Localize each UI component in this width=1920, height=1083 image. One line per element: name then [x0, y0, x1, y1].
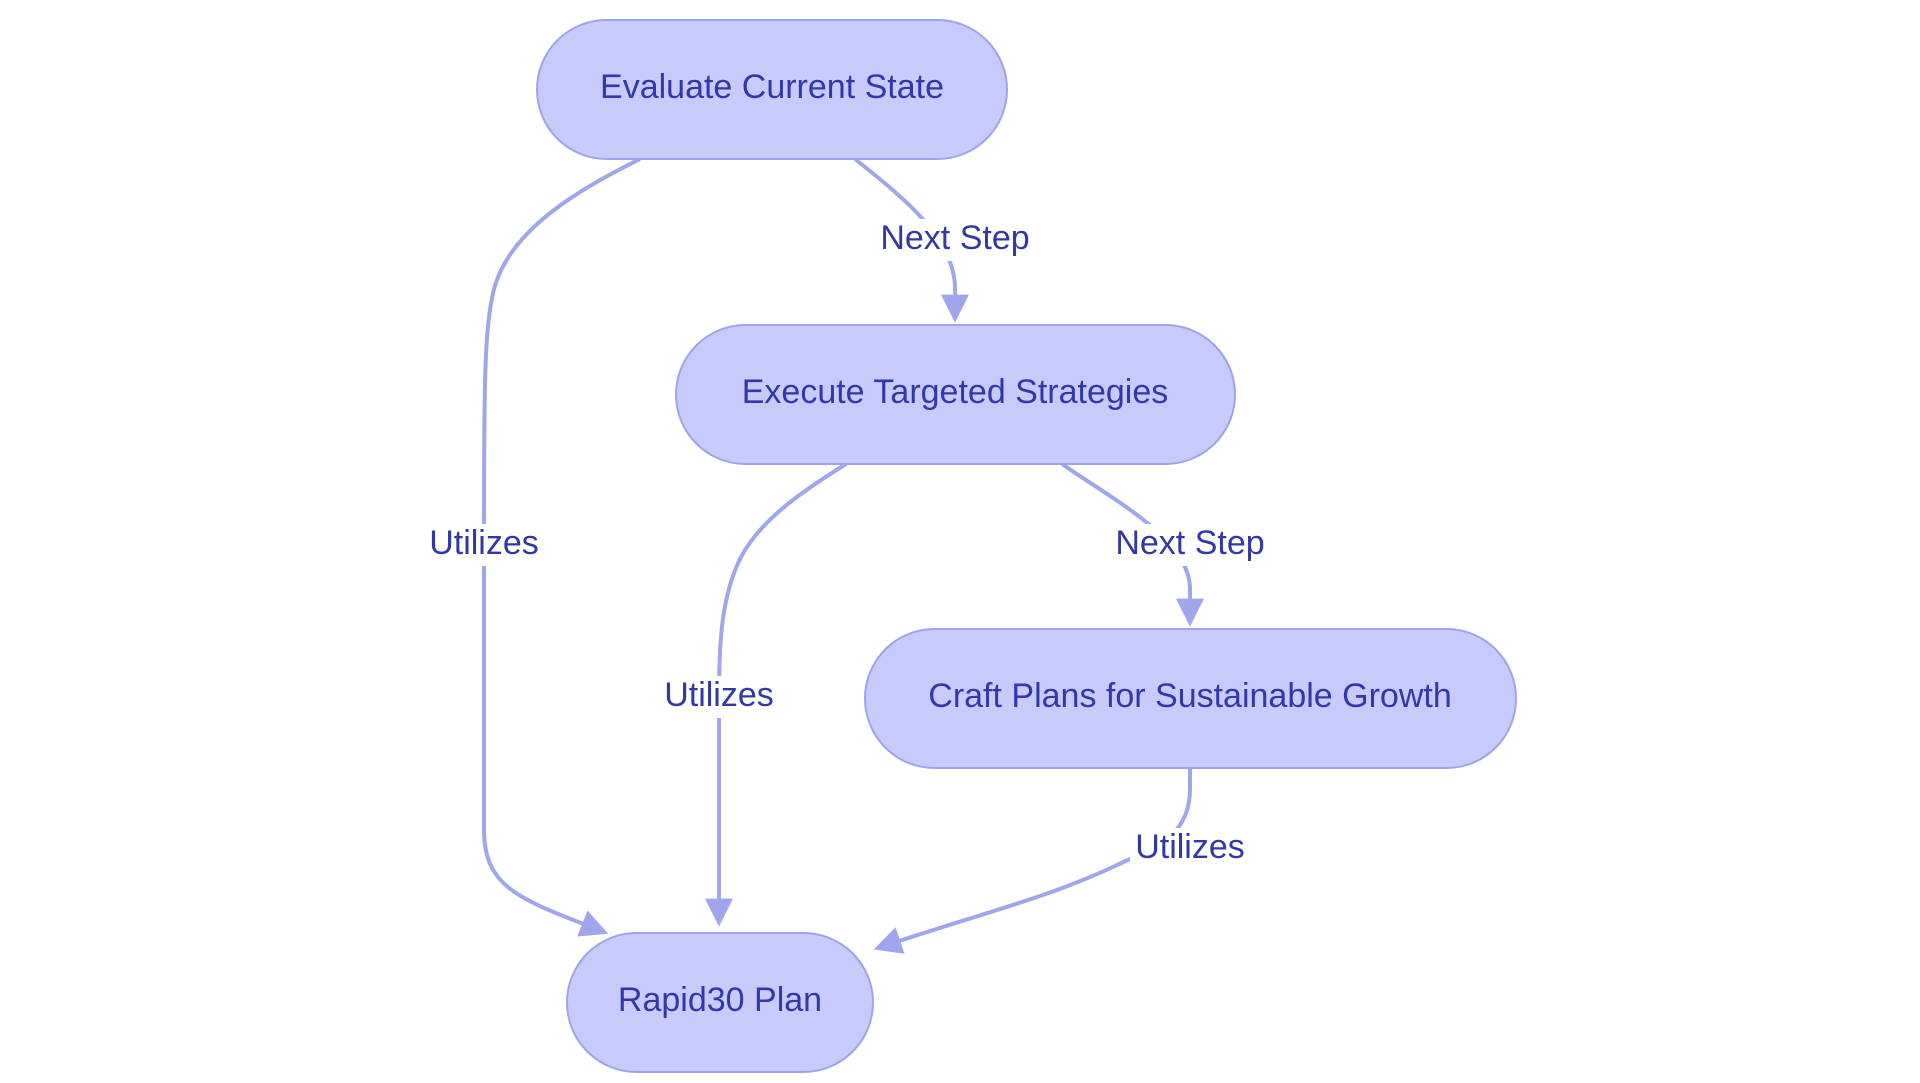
- node-label: Execute Targeted Strategies: [742, 373, 1169, 411]
- edge-label-evaluate-to-execute: Next Step: [873, 219, 1037, 261]
- edge-label-execute-to-craft: Next Step: [1108, 524, 1272, 566]
- edge-execute-to-rapid: [705, 462, 848, 927]
- node-label: Evaluate Current State: [600, 68, 944, 106]
- edge-label-evaluate-to-rapid: Utilizes: [424, 524, 544, 566]
- node-craft-plans-for-sustainable-growth: Craft Plans for Sustainable Growth: [864, 628, 1517, 769]
- edge-label-execute-to-rapid: Utilizes: [659, 676, 779, 718]
- node-execute-targeted-strategies: Execute Targeted Strategies: [675, 324, 1236, 465]
- node-label: Craft Plans for Sustainable Growth: [928, 677, 1451, 715]
- node-rapid30-plan: Rapid30 Plan: [566, 932, 874, 1073]
- edge-label-text: Next Step: [880, 219, 1029, 257]
- edge-label-text: Utilizes: [1135, 828, 1245, 866]
- edge-label-text: Utilizes: [664, 676, 774, 714]
- node-evaluate-current-state: Evaluate Current State: [536, 19, 1008, 160]
- edge-labels: Next Step Next Step Utilizes Utilizes Ut…: [424, 219, 1272, 870]
- edge-label-text: Next Step: [1115, 524, 1264, 562]
- edge-craft-to-rapid: [873, 768, 1192, 954]
- edge-evaluate-to-rapid: [482, 157, 641, 937]
- edge-label-text: Utilizes: [429, 524, 539, 562]
- node-label: Rapid30 Plan: [618, 981, 822, 1019]
- nodes: Evaluate Current State Execute Targeted …: [536, 19, 1517, 1073]
- edge-label-craft-to-rapid: Utilizes: [1130, 828, 1250, 870]
- edges: [482, 157, 1204, 954]
